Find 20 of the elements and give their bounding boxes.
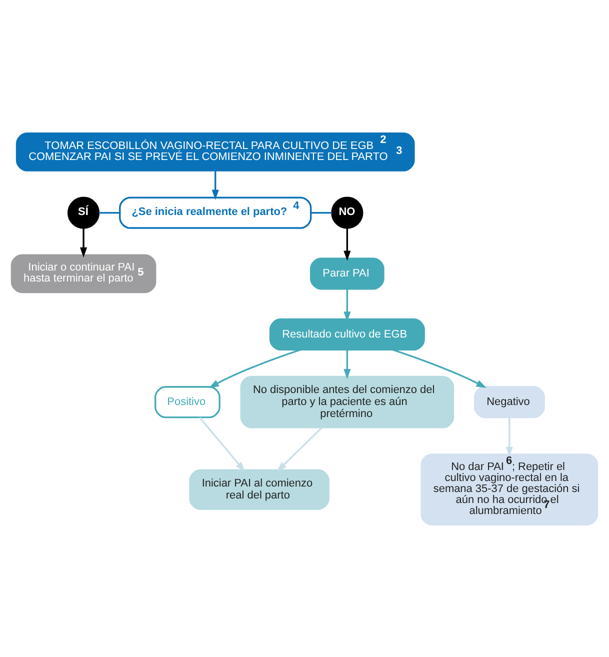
connector — [98, 211, 120, 214]
node-box: No disponible antes del comienzo del parto y la paciente es aún pretérmino — [240, 375, 454, 428]
arrow — [80, 228, 88, 258]
node-box: Resultado cultivo de EGB — [269, 318, 425, 350]
arrow — [212, 170, 219, 200]
connector — [310, 211, 332, 214]
node-box: Iniciar PAI al comienzo real del parto — [189, 468, 330, 510]
node-circle: NO — [331, 196, 364, 228]
arrow — [199, 416, 246, 472]
arrow — [392, 348, 486, 388]
node-box: Positivo — [154, 386, 220, 418]
arrow — [276, 426, 323, 472]
node-circle: SÍ — [67, 196, 100, 228]
arrow — [344, 228, 351, 260]
arrow — [344, 288, 351, 322]
node-box: Parar PAI — [310, 257, 384, 290]
node-box: Negativo — [474, 386, 545, 418]
arrow — [506, 417, 513, 456]
arrow — [344, 349, 351, 379]
arrow — [208, 348, 302, 388]
